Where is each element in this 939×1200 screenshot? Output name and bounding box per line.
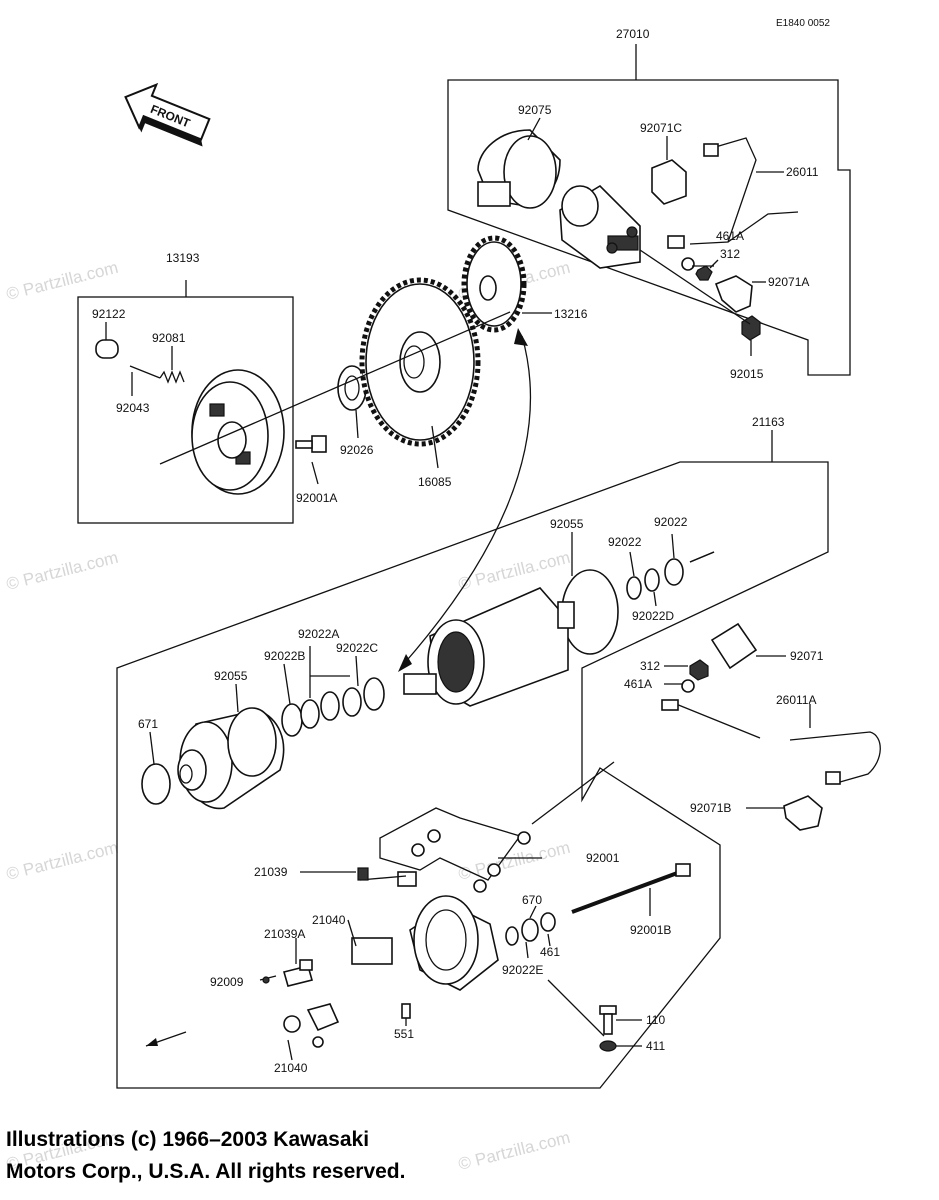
brush-set bbox=[259, 959, 340, 1048]
part-label: 92001B bbox=[630, 923, 671, 937]
relay-assembly-group bbox=[447, 44, 851, 376]
part-label: 92122 bbox=[92, 307, 126, 321]
part-label: 92075 bbox=[518, 103, 552, 117]
part-label: 92071A bbox=[768, 275, 809, 289]
part-label: 21040 bbox=[274, 1061, 308, 1075]
front-arrow-icon: FRONT bbox=[124, 82, 211, 147]
shim-92022b bbox=[281, 703, 303, 737]
gear-16085 bbox=[359, 277, 481, 469]
part-label: 670 bbox=[522, 893, 542, 907]
armature bbox=[403, 587, 575, 707]
part-label: 312 bbox=[640, 659, 660, 673]
nut-92015 bbox=[741, 315, 761, 341]
spring-92081 bbox=[159, 370, 185, 384]
terminal-cap-92071a bbox=[714, 275, 753, 313]
diagram-code: E1840 0052 bbox=[776, 18, 830, 29]
part-label: 21039 bbox=[254, 865, 288, 879]
part-label: 461 bbox=[540, 945, 560, 959]
bolt-92001a bbox=[295, 435, 327, 453]
through-bolt-92001b bbox=[571, 863, 691, 914]
part-label: 26011 bbox=[786, 165, 819, 179]
o-ring-671 bbox=[141, 763, 171, 805]
part-label: 13216 bbox=[554, 307, 588, 321]
part-label: 27010 bbox=[616, 27, 650, 41]
part-label: 26011A bbox=[776, 693, 816, 707]
washer-411 bbox=[599, 1040, 617, 1052]
lead-wire-26011 bbox=[667, 137, 799, 249]
starter-clutch-group bbox=[77, 280, 327, 524]
starter-motor-group bbox=[116, 430, 829, 1089]
gear-13216 bbox=[461, 235, 552, 333]
part-label: 411 bbox=[646, 1039, 665, 1053]
part-label: 92071 bbox=[790, 649, 824, 663]
terminal-lead-group bbox=[661, 622, 881, 831]
copyright-line-2: Motors Corp., U.S.A. All rights reserved… bbox=[6, 1160, 406, 1183]
part-labels: 27010 92075 92071C 26011 461A 312 92071A… bbox=[92, 27, 824, 1075]
part-label: 110 bbox=[646, 1013, 665, 1027]
part-label: 671 bbox=[138, 717, 158, 731]
part-label: 92055 bbox=[214, 669, 248, 683]
washer-461a bbox=[681, 257, 695, 271]
part-label: 92055 bbox=[550, 517, 584, 531]
part-label: 92022B bbox=[264, 649, 305, 663]
part-label: 312 bbox=[720, 247, 740, 261]
part-label: 92022A bbox=[298, 627, 339, 641]
terminal-cap-92071c bbox=[651, 159, 687, 205]
part-label: 92081 bbox=[152, 331, 186, 345]
watermark: © Partzilla.com bbox=[4, 838, 120, 884]
part-label: 92009 bbox=[210, 975, 244, 989]
part-label: 92043 bbox=[116, 401, 150, 415]
copyright-line-1: Illustrations (c) 1966–2003 Kawasaki bbox=[6, 1128, 370, 1151]
watermark: © Partzilla.com bbox=[4, 548, 120, 594]
part-label: 461A bbox=[624, 677, 652, 691]
front-end-cover bbox=[177, 707, 285, 810]
part-label: 92071C bbox=[640, 121, 682, 135]
part-label: 92026 bbox=[340, 443, 374, 457]
pin-551 bbox=[401, 1003, 411, 1019]
part-label: 13193 bbox=[166, 251, 200, 265]
part-label: 21039A bbox=[264, 927, 305, 941]
part-label: 92022D bbox=[632, 609, 674, 623]
part-label: 92001A bbox=[296, 491, 337, 505]
part-label: 21163 bbox=[752, 415, 785, 429]
starter-relay bbox=[559, 184, 641, 269]
part-label: 21040 bbox=[312, 913, 346, 927]
part-label: 461A bbox=[716, 229, 744, 243]
part-label: 16085 bbox=[418, 475, 452, 489]
roller-92122 bbox=[95, 339, 119, 359]
part-label: 92022E bbox=[502, 963, 543, 977]
part-label: 92022 bbox=[608, 535, 642, 549]
clutch-body bbox=[191, 369, 285, 495]
part-label: 92022C bbox=[336, 641, 378, 655]
part-label: 92071B bbox=[690, 801, 731, 815]
rubber-cover bbox=[477, 129, 561, 209]
part-label: 92022 bbox=[654, 515, 688, 529]
lead-wire-26011a bbox=[789, 731, 881, 783]
part-label: 92001 bbox=[586, 851, 620, 865]
part-label: 551 bbox=[394, 1027, 414, 1041]
watermark: © Partzilla.com bbox=[456, 1128, 572, 1174]
terminal-cap-92071b bbox=[783, 795, 823, 831]
part-label: 92015 bbox=[730, 367, 764, 381]
bolt-110 bbox=[599, 1005, 617, 1035]
nut-312-mid bbox=[689, 659, 709, 681]
nut-312 bbox=[695, 265, 713, 281]
rear-cover-assembly bbox=[351, 807, 531, 991]
terminal-cap-92071 bbox=[710, 622, 758, 670]
